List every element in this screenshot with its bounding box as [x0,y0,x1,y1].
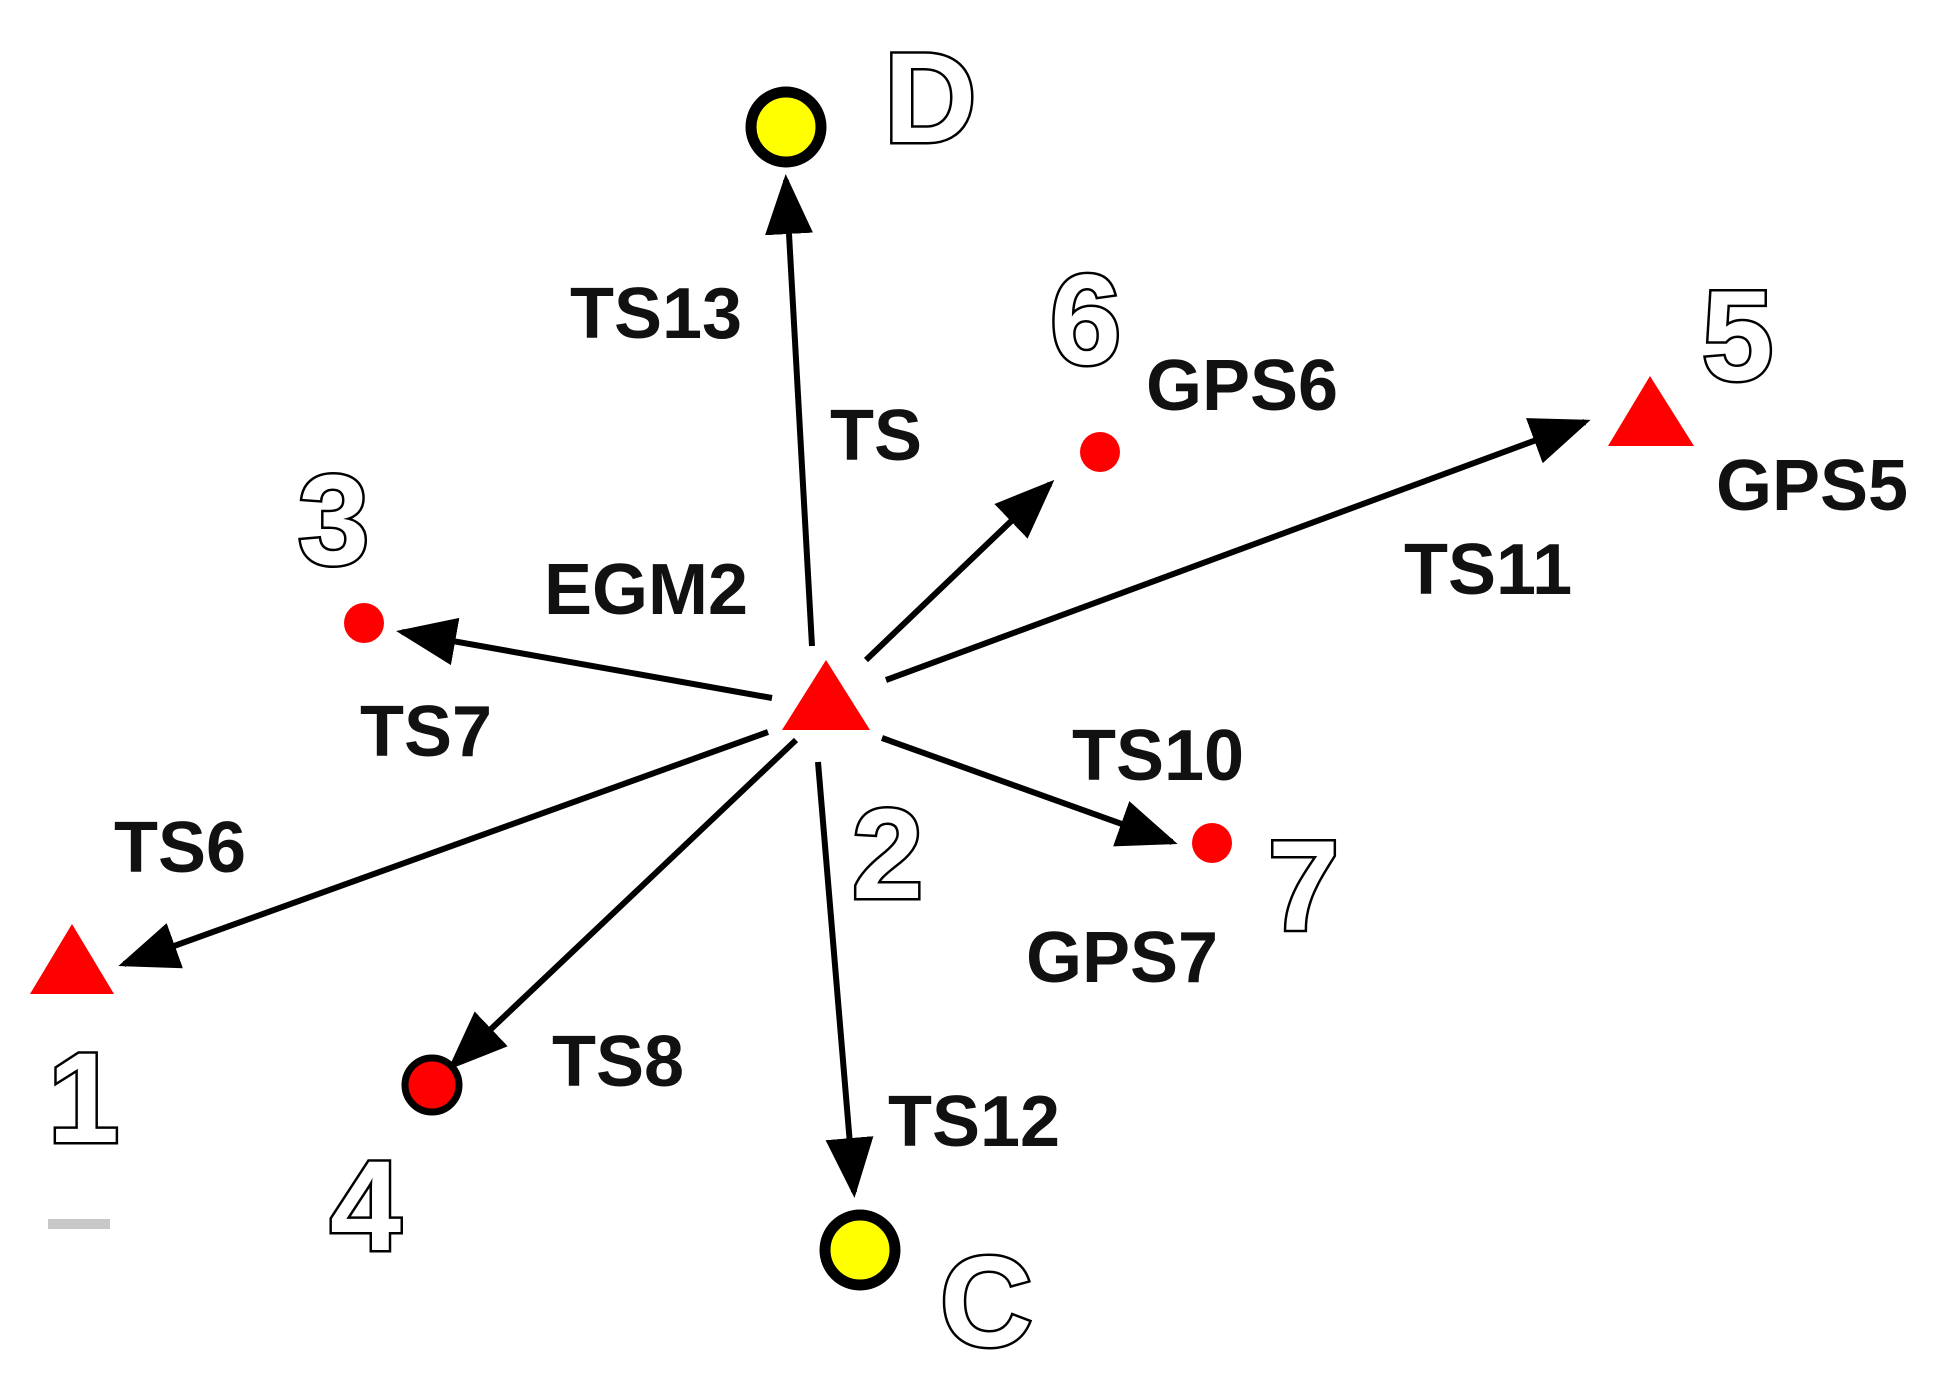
point-marker-C [819,1209,901,1291]
label-ts: TS [830,396,922,476]
point-marker-D [745,86,827,168]
legend-dash [48,1219,110,1229]
arrow-2-to-3 [396,617,773,701]
label-egm2: EGM2 [544,550,748,630]
arrow-2-to-4 [447,737,799,1071]
arrow-2-to-5 [884,418,1591,683]
node-label-D: D [884,27,976,170]
arrow-2-to-6 [863,479,1055,663]
node-label-6: 6 [1050,249,1121,392]
triangle-marker-5 [1608,376,1694,446]
node-label-1: 1 [48,1027,119,1170]
point-marker-6 [1080,432,1120,472]
point-marker-3 [344,603,384,643]
label-gps7: GPS7 [1026,918,1218,998]
node-label-3: 3 [298,449,369,592]
label-ts6: TS6 [114,808,246,888]
label-ts7: TS7 [360,692,492,772]
arrow-2-to-1 [118,729,770,969]
node-label-2: 2 [852,783,923,926]
label-ts13: TS13 [570,274,742,354]
label-ts11: TS11 [1404,530,1572,610]
label-ts12: TS12 [888,1082,1060,1162]
edges [118,174,1591,1198]
markers [30,86,1694,1291]
arrow-2-to-7 [880,735,1178,847]
label-gps5: GPS5 [1716,446,1908,526]
arrow-2-to-C [815,761,874,1198]
label-gps6: GPS6 [1146,346,1338,426]
node-labels: 1 2 3 4 5 6 7 C D [46,25,1776,1375]
node-label-C: C [940,1231,1032,1374]
arrow-2-to-D [765,174,815,647]
label-ts8: TS8 [552,1022,684,1102]
edge-labels: TS13 TS EGM2 TS7 TS6 TS8 TS12 TS10 TS11 … [114,274,1908,1162]
triangle-marker-1 [30,924,114,994]
node-label-7: 7 [1268,815,1339,958]
node-label-5: 5 [1702,265,1773,408]
label-ts10: TS10 [1072,716,1244,796]
point-marker-7 [1192,823,1232,863]
triangle-marker-2 [782,660,870,730]
point-marker-4 [401,1054,463,1116]
node-label-4: 4 [330,1135,401,1278]
